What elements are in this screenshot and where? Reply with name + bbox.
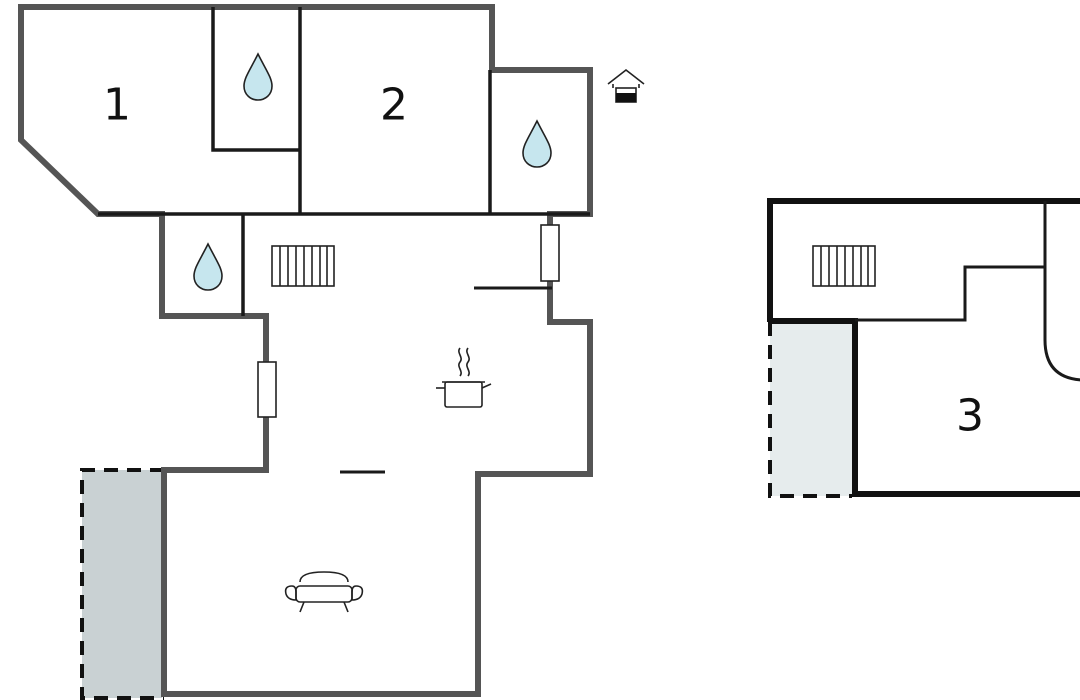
exterior-wall-upper-2	[770, 318, 1080, 497]
door-symbol	[540, 224, 560, 282]
radiator-icon	[812, 245, 876, 287]
sofa-icon	[284, 571, 364, 613]
house-entrance-icon	[607, 68, 645, 103]
exterior-wall-lower	[18, 4, 593, 697]
lower-floor: 1 2	[18, 4, 645, 700]
wall-upper-step	[855, 265, 1045, 322]
exterior-wall-upper	[767, 198, 1080, 322]
room-2-label: 2	[380, 80, 408, 131]
wall-bath-1	[211, 7, 300, 152]
water-drop-icon	[193, 242, 223, 291]
room-3-label: 3	[956, 391, 984, 442]
radiator-icon	[271, 245, 335, 287]
water-drop-icon	[522, 119, 552, 168]
balcony-lower	[82, 470, 162, 698]
balcony-upper	[770, 322, 854, 496]
room-1-label: 1	[103, 80, 131, 131]
balcony-upper-outline	[768, 322, 852, 498]
cooking-pot-icon	[436, 347, 492, 408]
upper-floor: 3	[767, 198, 1080, 498]
door-symbol	[257, 361, 277, 418]
water-drop-icon	[243, 52, 273, 101]
balcony-lower-outline	[80, 468, 164, 700]
wall-upper-curve	[1043, 339, 1080, 382]
